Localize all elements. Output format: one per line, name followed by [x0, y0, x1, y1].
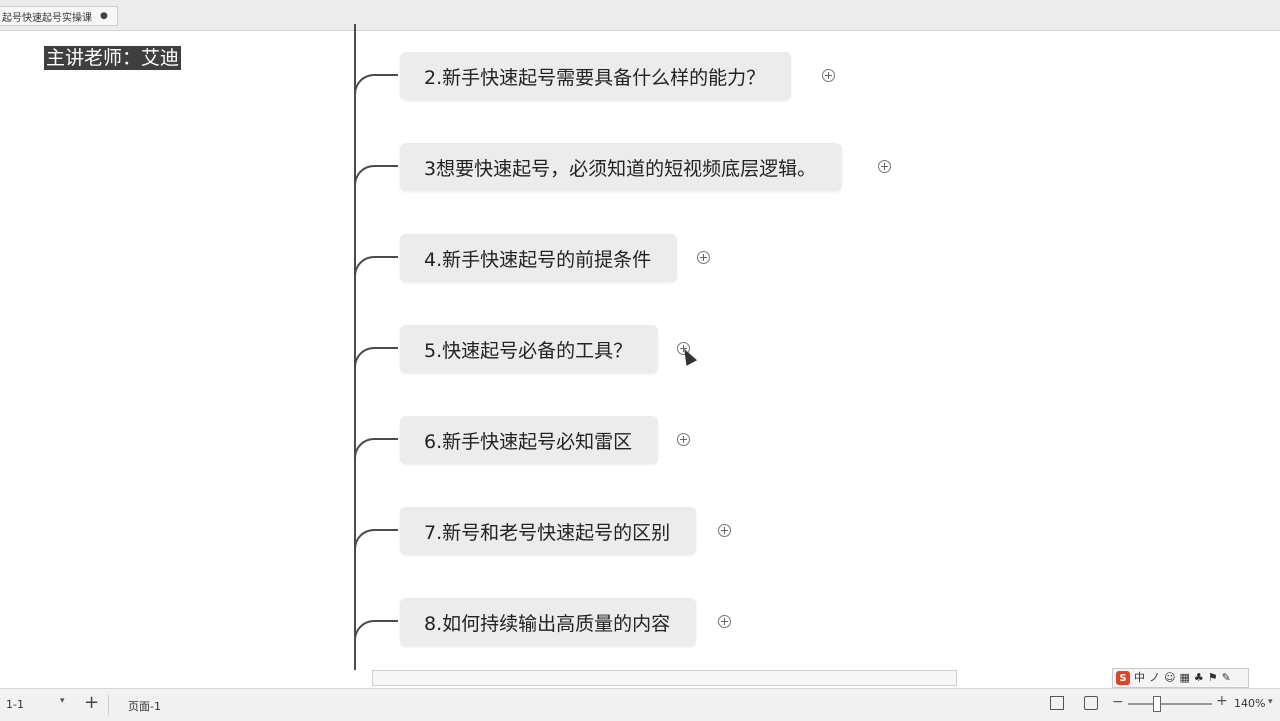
add-page-button[interactable]: + [84, 692, 100, 713]
document-tab[interactable]: 起号快速起号实操课 ● [0, 6, 118, 26]
ime-keyboard-icon[interactable]: ▦ [1179, 671, 1190, 684]
tab-close-icon[interactable]: ● [100, 11, 108, 21]
mindmap-topic[interactable]: 4.新手快速起号的前提条件 [400, 234, 678, 282]
mindmap-connector [354, 529, 398, 551]
topic-label: 7.新号和老号快速起号的区别 [424, 521, 671, 544]
mindmap-connector [354, 256, 398, 278]
expand-topic-icon[interactable] [822, 69, 835, 82]
fullscreen-icon[interactable] [1084, 696, 1098, 710]
mouse-cursor-icon [678, 346, 698, 366]
expand-topic-icon[interactable] [677, 342, 690, 355]
page-tab[interactable]: 页面-1 [128, 700, 161, 713]
zoom-slider[interactable] [1128, 703, 1212, 705]
mindmap-connector [354, 74, 398, 96]
zoom-out-button[interactable]: − [1112, 694, 1124, 710]
mindmap-topic[interactable]: 3想要快速起号，必须知道的短视频底层逻辑。 [400, 143, 843, 191]
mindmap-spine [354, 24, 356, 670]
mindmap-connector [354, 620, 398, 642]
mindmap-connector [354, 165, 398, 187]
document-tab-title: 起号快速起号实操课 [2, 12, 92, 24]
mindmap-topic[interactable]: 5.快速起号必备的工具？ [400, 325, 659, 373]
zoom-level[interactable]: 140% [1234, 697, 1266, 710]
ime-logo-icon: S [1116, 671, 1130, 685]
ime-toolbar[interactable]: S 中 ノ ☺ ▦ ♣ ⚑ ✎ [1112, 668, 1249, 688]
ime-chinese-toggle[interactable]: 中 [1134, 671, 1145, 684]
expand-topic-icon[interactable] [718, 615, 731, 628]
mindmap-topic[interactable]: 7.新号和老号快速起号的区别 [400, 507, 697, 555]
topic-label: 8.如何持续输出高质量的内容 [424, 612, 671, 635]
chevron-down-icon[interactable]: ▾ [60, 696, 65, 706]
ime-emoji-icon[interactable]: ☺ [1164, 671, 1176, 684]
topic-label: 5.快速起号必备的工具？ [424, 339, 633, 362]
page-selector[interactable]: 1-1 [6, 698, 24, 711]
zoom-slider-handle[interactable] [1153, 696, 1161, 712]
chevron-down-icon[interactable]: ▾ [1268, 697, 1273, 707]
teacher-label: 主讲老师：艾迪 [44, 46, 182, 70]
expand-topic-icon[interactable] [878, 160, 891, 173]
zoom-in-button[interactable]: + [1216, 693, 1228, 709]
topic-label: 6.新手快速起号必知雷区 [424, 430, 633, 453]
ime-tool-icon[interactable]: ⚑ [1207, 671, 1218, 684]
status-bar: 1-1 ▾ + 页面-1 − + 140% ▾ [0, 688, 1280, 721]
mindmap-connector [354, 347, 398, 369]
expand-topic-icon[interactable] [718, 524, 731, 537]
fit-page-icon[interactable] [1050, 696, 1064, 710]
ime-skin-icon[interactable]: ♣ [1193, 671, 1204, 684]
expand-topic-icon[interactable] [697, 251, 710, 264]
topic-label: 3想要快速起号，必须知道的短视频底层逻辑。 [424, 157, 817, 180]
ime-punct-icon[interactable]: ノ [1149, 671, 1160, 684]
expand-topic-icon[interactable] [677, 433, 690, 446]
topic-label: 2.新手快速起号需要具备什么样的能力？ [424, 66, 766, 89]
mindmap-topic[interactable]: 2.新手快速起号需要具备什么样的能力？ [400, 52, 792, 100]
horizontal-scrollbar[interactable] [372, 670, 957, 686]
divider [108, 695, 109, 715]
mindmap-topic[interactable]: 6.新手快速起号必知雷区 [400, 416, 659, 464]
ime-settings-icon[interactable]: ✎ [1221, 671, 1231, 684]
mindmap-connector [354, 438, 398, 460]
mindmap-topic[interactable]: 8.如何持续输出高质量的内容 [400, 598, 697, 646]
document-tab-strip: 起号快速起号实操课 ● [0, 0, 1280, 31]
topic-label: 4.新手快速起号的前提条件 [424, 248, 652, 271]
